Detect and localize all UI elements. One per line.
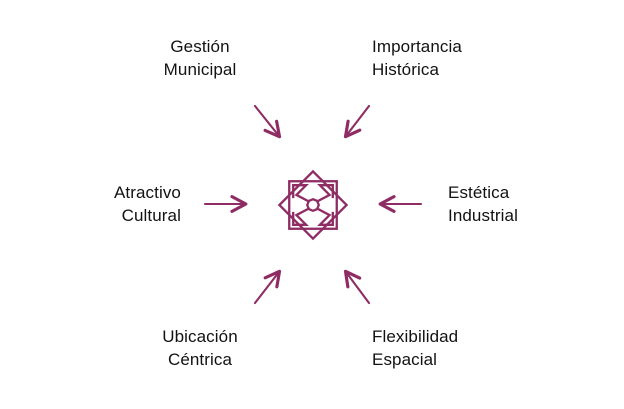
arrow-down-left-icon <box>343 104 371 139</box>
node-label-importancia-historica: Importancia Histórica <box>372 37 462 79</box>
center-icon-wrapper <box>277 167 349 243</box>
node-label-atractivo-cultural: Atractivo Cultural <box>113 183 181 225</box>
node-label-gestion-municipal: Gestión Municipal <box>163 37 237 79</box>
node-label-estetica-industrial: Estética Industrial <box>448 183 518 225</box>
node-label-flexibilidad-espacial: Flexibilidad Espacial <box>372 327 459 369</box>
eight-pointed-star-rosette-icon <box>277 169 349 241</box>
arrow-down-right-icon <box>253 104 282 139</box>
arrow-up-left-icon <box>343 269 371 305</box>
node-label-ubicacion-centrica: Ubicación Céntrica <box>162 327 238 369</box>
arrow-up-right-icon <box>253 269 282 305</box>
